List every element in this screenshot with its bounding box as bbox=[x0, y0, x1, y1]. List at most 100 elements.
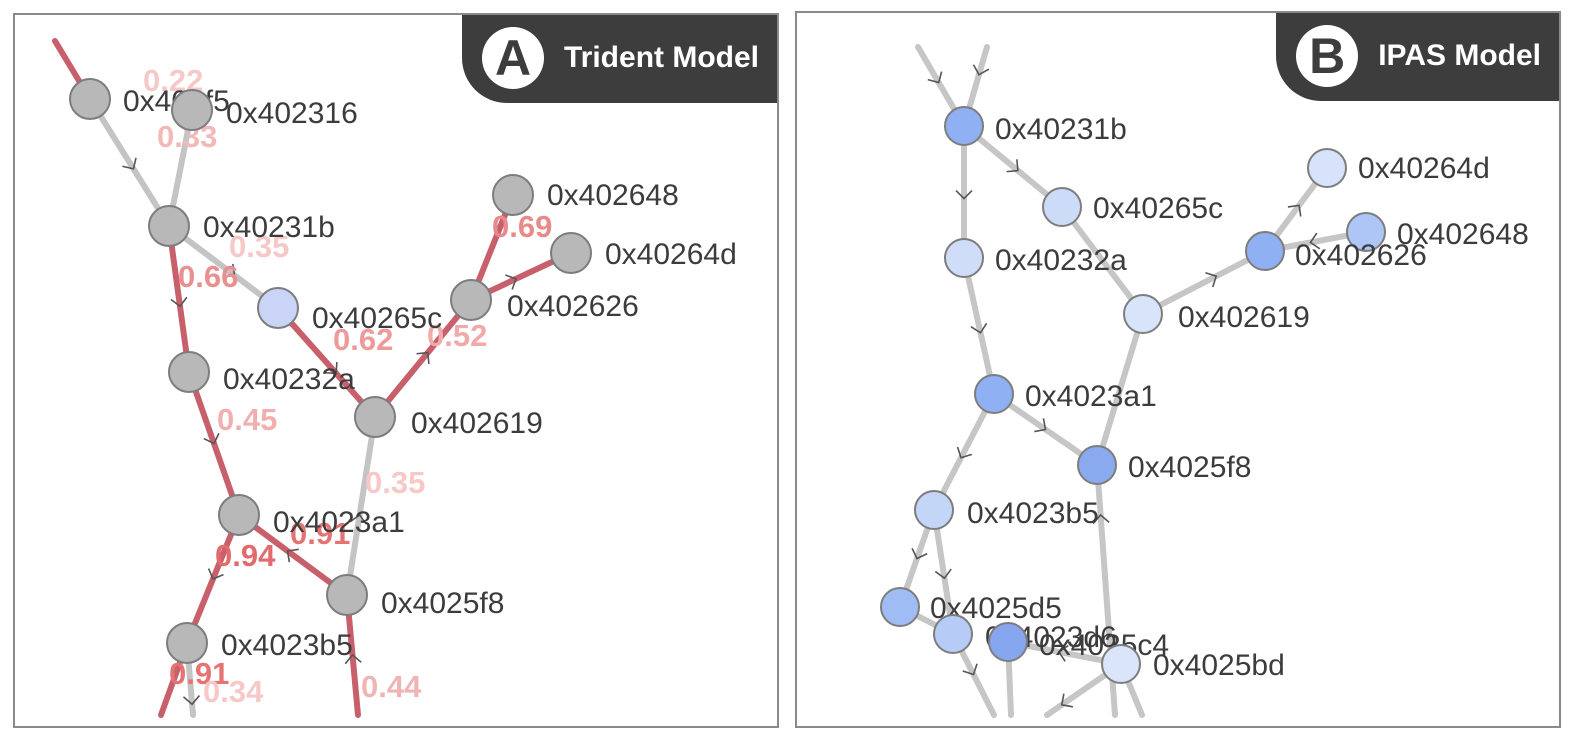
panel-a-banner: A Trident Model bbox=[462, 15, 777, 103]
node-label-0x402619: 0x402619 bbox=[1178, 301, 1310, 334]
ipas-edge-1-arrow-icon bbox=[972, 64, 990, 76]
node-label-0x40265c: 0x40265c bbox=[312, 302, 442, 335]
ipas-edge-16-arrow-icon bbox=[962, 663, 978, 676]
edge-weight-label: 0.44 bbox=[361, 669, 422, 704]
node-label-0x402648: 0x402648 bbox=[547, 179, 679, 212]
ipas-edge-7-arrow-icon bbox=[1309, 232, 1321, 250]
trident-edge-4-arrow-icon bbox=[170, 296, 188, 308]
trident-edge-5 bbox=[275, 305, 378, 420]
node-label-0x40264d: 0x40264d bbox=[605, 238, 737, 271]
graph-node-0x402619[interactable] bbox=[354, 396, 396, 438]
graph-node-0x40231b[interactable] bbox=[148, 205, 190, 247]
node-label-0x40231b: 0x40231b bbox=[995, 113, 1127, 146]
node-label-0x402316: 0x402316 bbox=[226, 97, 358, 130]
ipas-edge-13-arrow-icon bbox=[934, 568, 952, 580]
ipas-edge-9 bbox=[1094, 311, 1146, 468]
edge-weight-label: 0.45 bbox=[217, 402, 277, 437]
ipas-edge-8-arrow-icon bbox=[970, 322, 988, 334]
graph-node-0x40231b[interactable] bbox=[944, 106, 984, 146]
ipas-edge-14-arrow-icon bbox=[1092, 513, 1110, 525]
node-label-0x40231b: 0x40231b bbox=[203, 211, 335, 244]
ipas-edge-3-arrow-icon bbox=[1006, 159, 1019, 173]
graph-node-0x4023b5[interactable] bbox=[166, 622, 208, 664]
trident-edge-8-arrow-icon bbox=[505, 274, 518, 290]
trident-edge-3 bbox=[166, 223, 281, 311]
graph-node-0x4025f8[interactable] bbox=[1077, 445, 1117, 485]
node-label-0x40265c: 0x40265c bbox=[1093, 192, 1223, 225]
ipas-edge-5 bbox=[1140, 248, 1268, 317]
panel-a-title: Trident Model bbox=[564, 41, 759, 74]
edge-weight-label: 0.52 bbox=[427, 318, 487, 353]
graph-node-0x4023d6[interactable] bbox=[933, 614, 973, 654]
trident-edge-14-arrow-icon bbox=[182, 695, 201, 706]
trident-edge-10 bbox=[344, 414, 378, 598]
graph-node-0x402626[interactable] bbox=[450, 279, 492, 321]
trident-edge-3-arrow-icon bbox=[223, 263, 236, 278]
edge-weight-label: 0.66 bbox=[178, 259, 238, 294]
panel-a-letter: A bbox=[482, 27, 544, 89]
graph-node-0x402648[interactable] bbox=[1346, 212, 1386, 252]
graph-node-0x4023a1[interactable] bbox=[974, 374, 1014, 414]
graph-node-0x40265c[interactable] bbox=[1042, 187, 1082, 227]
trident-edge-6-arrow-icon bbox=[416, 351, 430, 364]
panel-b-title: IPAS Model bbox=[1378, 39, 1541, 72]
node-label-0x40264d: 0x40264d bbox=[1358, 152, 1490, 185]
ipas-edge-3 bbox=[961, 123, 1065, 210]
node-label-0x4023a1: 0x4023a1 bbox=[1025, 380, 1157, 413]
edge-weight-label: 0.69 bbox=[492, 209, 552, 244]
trident-edge-9-arrow-icon bbox=[203, 432, 220, 445]
graph-node-0x402648[interactable] bbox=[492, 174, 534, 216]
ipas-edge-12-arrow-icon bbox=[911, 547, 928, 560]
node-label-0x4023b5: 0x4023b5 bbox=[221, 629, 353, 662]
node-label-0x402626: 0x402626 bbox=[507, 290, 639, 323]
trident-edge-5-arrow-icon bbox=[324, 362, 338, 375]
node-label-0x4025f8: 0x4025f8 bbox=[381, 587, 504, 620]
graph-node-0x402316[interactable] bbox=[171, 89, 213, 131]
ipas-edge-8 bbox=[961, 255, 997, 397]
node-label-0x402619: 0x402619 bbox=[411, 407, 543, 440]
graph-node-0x402f5[interactable] bbox=[69, 78, 111, 120]
trident-edge-1-arrow-icon bbox=[122, 157, 137, 170]
graph-node-0x40232a[interactable] bbox=[168, 351, 210, 393]
graph-node-0x4023a1[interactable] bbox=[218, 494, 260, 536]
edge-weight-label: 0.91 bbox=[290, 516, 350, 551]
graph-node-0x402626[interactable] bbox=[1245, 231, 1285, 271]
ipas-edge-0-arrow-icon bbox=[927, 71, 943, 84]
graph-node-0x40264d[interactable] bbox=[1307, 148, 1347, 188]
ipas-edge-4 bbox=[1059, 204, 1146, 317]
node-label-0x40232a: 0x40232a bbox=[995, 244, 1127, 277]
graph-node-0x40232a[interactable] bbox=[944, 238, 984, 278]
edge-weight-label: 0.34 bbox=[203, 674, 264, 709]
trident-edge-6 bbox=[372, 297, 474, 420]
edge-weight-label: 0.62 bbox=[333, 322, 393, 357]
graph-node-0x40265c[interactable] bbox=[257, 287, 299, 329]
graph-node-0x40264d[interactable] bbox=[550, 232, 592, 274]
ipas-edge-5-arrow-icon bbox=[1205, 271, 1218, 288]
trident-edge-4 bbox=[166, 223, 192, 375]
trident-edge-15-arrow-icon bbox=[344, 653, 362, 665]
edge-weight-label: 0.35 bbox=[365, 465, 425, 500]
trident-edge-12-arrow-icon bbox=[207, 568, 224, 581]
graph-node-0x4025c4[interactable] bbox=[988, 622, 1028, 662]
trident-edge-11-arrow-icon bbox=[286, 548, 299, 563]
ipas-edge-13 bbox=[931, 507, 956, 637]
ipas-edge-2-arrow-icon bbox=[955, 190, 973, 200]
edge-weight-label: 0.94 bbox=[215, 538, 276, 573]
node-label-0x4023a1: 0x4023a1 bbox=[273, 506, 405, 539]
graph-node-0x4025f8[interactable] bbox=[326, 574, 368, 616]
node-label-0x402648: 0x402648 bbox=[1397, 218, 1529, 251]
panel-b-banner: B IPAS Model bbox=[1276, 13, 1559, 101]
trident-edge-11 bbox=[236, 512, 350, 598]
graph-node-0x4025d5[interactable] bbox=[880, 587, 920, 627]
ipas-edge-11-arrow-icon bbox=[956, 446, 973, 459]
graph-node-0x4025bd[interactable] bbox=[1101, 644, 1141, 684]
node-label-0x4023b5: 0x4023b5 bbox=[967, 497, 1099, 530]
edge-weight-label: 0.35 bbox=[229, 229, 289, 264]
graph-node-0x402619[interactable] bbox=[1123, 294, 1163, 334]
panel-b-letter: B bbox=[1296, 25, 1359, 87]
graph-ipas: 0x40231b0x40265c0x40264d0x4026480x402626… bbox=[880, 44, 1529, 718]
trident-edge-10-arrow-icon bbox=[349, 513, 367, 525]
graph-node-0x4023b5[interactable] bbox=[914, 490, 954, 530]
